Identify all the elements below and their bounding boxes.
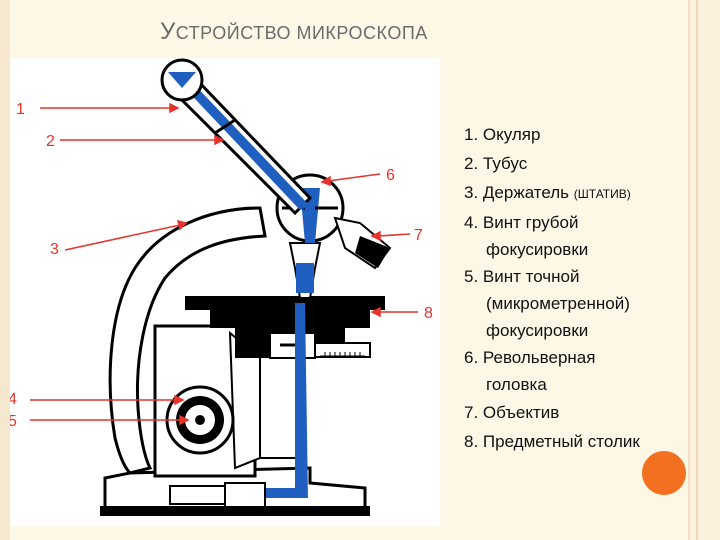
label-1: 1 [16, 101, 25, 118]
right-decor-stripe [688, 0, 720, 540]
label-4: 4 [10, 391, 17, 408]
decor-orb [642, 451, 686, 495]
legend-item-4: 4. Винт грубой фокусировки [464, 213, 589, 259]
right-decor-line [696, 0, 698, 540]
label-8: 8 [424, 305, 433, 322]
legend-item-5: 5. Винт точной (микрометренной) фокусиро… [464, 267, 630, 340]
legend-item-8: 8. Предметный столик [464, 432, 640, 451]
legend-item-7: 7. Объектив [464, 403, 560, 422]
label-5: 5 [10, 413, 17, 430]
microscope-diagram: 1 2 3 6 7 8 4 5 [8, 58, 440, 526]
label-6: 6 [386, 167, 395, 184]
legend-item-2: 2. Тубус [464, 154, 528, 173]
parts-legend: 1. Окуляр 2. Тубус 3. Держатель (ШТАТИВ)… [464, 120, 688, 456]
slide-title: УСТРОЙСТВО МИКРОСКОПА [160, 18, 428, 45]
left-decor-stripe [0, 0, 10, 540]
legend-item-3: 3. Держатель (ШТАТИВ) [464, 183, 631, 202]
legend-item-1: 1. Окуляр [464, 125, 541, 144]
label-7: 7 [414, 227, 423, 244]
base-bottom [100, 506, 370, 516]
label-2: 2 [46, 133, 55, 150]
legend-item-6: 6. Револьверная головка [464, 348, 596, 394]
light-path [205, 303, 308, 498]
stage [185, 296, 385, 310]
label-3: 3 [50, 241, 59, 258]
